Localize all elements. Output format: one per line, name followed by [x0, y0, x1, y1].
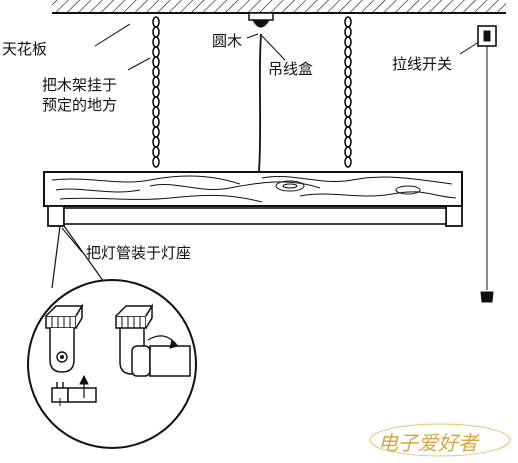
right-chain [344, 16, 352, 168]
label-ceiling-rose: 吊线盒 [268, 60, 314, 78]
detail-inset [27, 279, 197, 449]
watermark: 电子爱好者 [378, 431, 478, 455]
pull-switch [477, 25, 497, 303]
holder-left [45, 303, 84, 373]
holder-right [115, 303, 191, 377]
label-hang-frame-line2: 预定的地方 [42, 96, 118, 114]
tube-end [51, 374, 97, 406]
label-ceiling: 天花板 [2, 40, 48, 58]
label-pull-switch: 拉线开关 [392, 55, 453, 73]
watermark-mark [369, 423, 511, 457]
label-install-tube: 把灯管装于灯座 [86, 244, 192, 262]
leader-lines [61, 23, 483, 253]
label-round-wood: 圆木 [212, 32, 243, 50]
detail-callout [51, 225, 105, 289]
left-chain [152, 16, 160, 168]
label-hang-frame-line1: 把木架挂于 [42, 76, 118, 94]
wooden-frame [43, 171, 463, 207]
ceiling [52, 0, 506, 14]
ceiling-rose [248, 12, 274, 173]
fluorescent-tube [47, 205, 463, 227]
